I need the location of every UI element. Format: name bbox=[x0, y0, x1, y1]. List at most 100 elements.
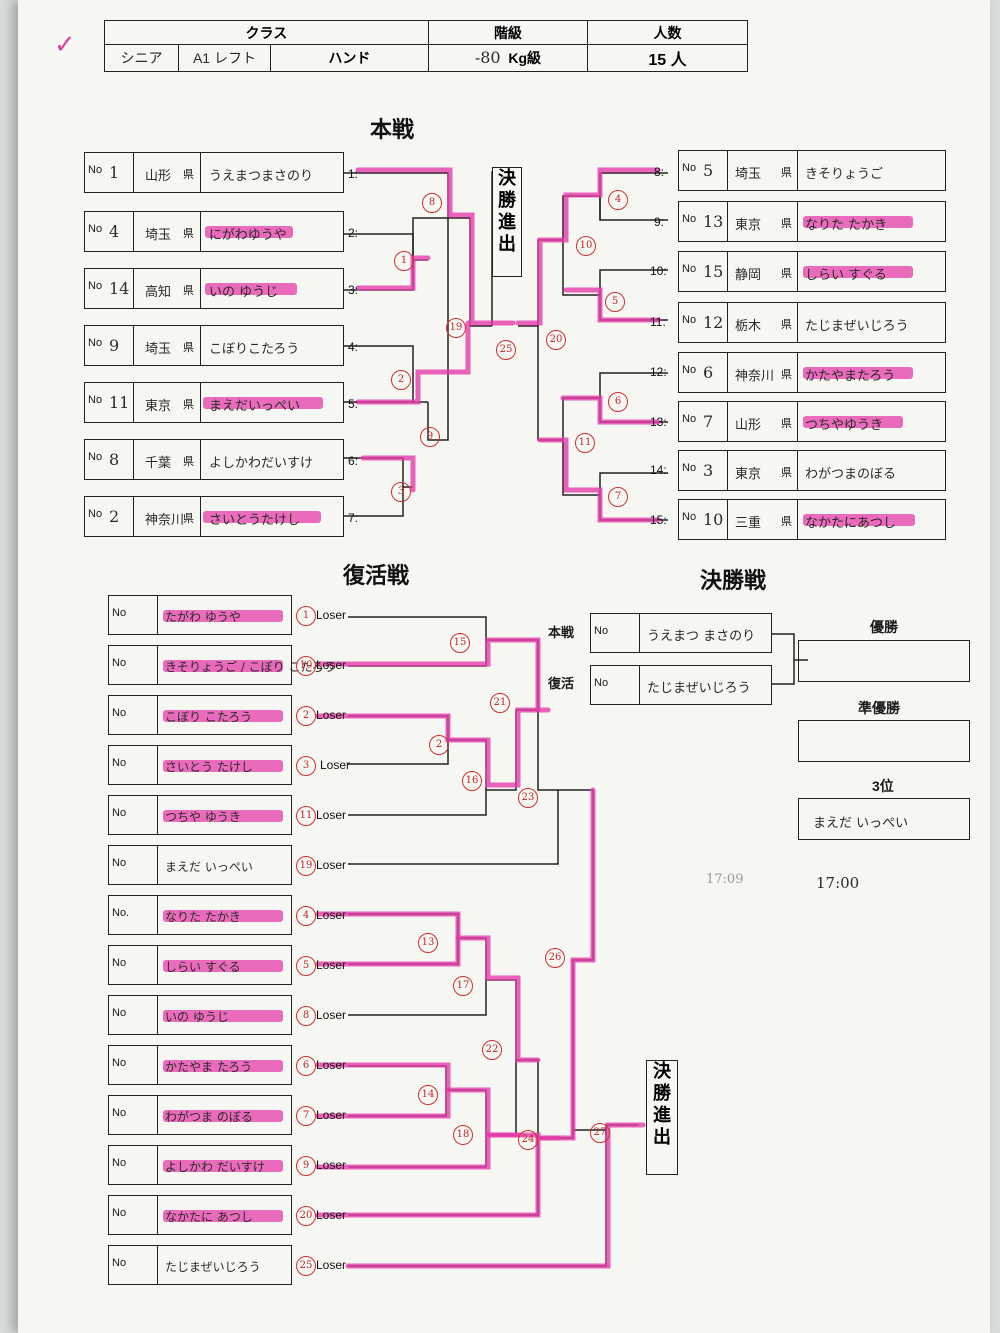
repechage-advance-label: 決勝進出 bbox=[646, 1060, 678, 1175]
main-entry: No 15 静岡 県 しらい すぐる bbox=[678, 251, 946, 292]
slot-label: 13: bbox=[650, 415, 667, 429]
entry-no: 3 bbox=[703, 461, 714, 480]
entry-no-label: No bbox=[594, 677, 609, 689]
entry-pref-suffix: 県 bbox=[183, 456, 194, 468]
entry-pref: 山形 bbox=[145, 169, 172, 184]
main-entry: No 6 神奈川 県 かたやまたろう bbox=[678, 352, 946, 393]
entry-pref-suffix: 県 bbox=[781, 319, 792, 331]
third-place-name: まえだ いっぺい bbox=[813, 816, 909, 831]
main-entry: No 13 東京 県 なりた たかき bbox=[678, 201, 946, 242]
slot-label: 15: bbox=[650, 513, 667, 527]
loser-source-circle: 9 bbox=[296, 1156, 316, 1176]
final-main-label: 本戦 bbox=[548, 625, 575, 640]
bout-circle: 1 bbox=[394, 251, 414, 271]
entry-pref: 栃木 bbox=[735, 319, 762, 334]
main-entry: No 14 高知 県 いの ゆうじ bbox=[84, 268, 344, 309]
bout-circle: 16 bbox=[462, 771, 482, 791]
final-title: 決勝戦 bbox=[700, 569, 767, 594]
entry-name: つちやゆうき bbox=[805, 418, 884, 433]
bracket-sheet: ✓ クラス 階級 人数 シニア A1 レフト ハンド -80 Kg級 15 人 … bbox=[18, 0, 990, 1333]
main-entry: No 7 山形 県 つちやゆうき bbox=[678, 401, 946, 442]
entry-name: しらい すぐる bbox=[805, 268, 887, 283]
final-main-name: うえまつ まさのり bbox=[647, 629, 756, 644]
slot-label: 5: bbox=[348, 397, 359, 411]
bout-circle: 4 bbox=[608, 190, 628, 210]
slot-label: 12: bbox=[650, 365, 667, 379]
entry-no: 7 bbox=[703, 412, 714, 431]
loser-label: Loser bbox=[316, 808, 347, 822]
entry-no-label: No bbox=[112, 757, 127, 769]
entry-pref: 埼玉 bbox=[145, 228, 172, 243]
bout-circle: 17 bbox=[453, 976, 473, 996]
entry-name: よしかわだいすけ bbox=[209, 456, 314, 471]
entry-name: にがわゆうや bbox=[209, 228, 287, 243]
bout-circle: 11 bbox=[575, 433, 595, 453]
class-arm: A1 レフト bbox=[177, 44, 271, 72]
main-entry: No 8 千葉 県 よしかわだいすけ bbox=[84, 439, 344, 480]
bout-circle: 5 bbox=[605, 292, 625, 312]
loser-label: Loser bbox=[316, 1058, 347, 1072]
entry-name: たじまぜいじろう bbox=[165, 1260, 261, 1274]
entry-name: まえだ いっぺい bbox=[165, 860, 253, 874]
loser-label: Loser bbox=[316, 1208, 347, 1222]
entry-no: 5 bbox=[703, 161, 714, 180]
slot-label: 14: bbox=[650, 463, 667, 477]
entry-pref-suffix: 県 bbox=[183, 513, 194, 525]
entry-no: 1 bbox=[109, 163, 120, 182]
main-entry: No 2 神奈川 県 さいとうたけし bbox=[84, 496, 344, 537]
entry-no: 6 bbox=[703, 363, 714, 382]
main-entry: No 3 東京 県 わがつまのぼる bbox=[678, 450, 946, 491]
entry-no: 15 bbox=[703, 262, 724, 281]
loser-label: Loser bbox=[316, 958, 347, 972]
loser-source-circle: 25 bbox=[296, 1256, 316, 1276]
loser-label: Loser bbox=[320, 758, 351, 772]
entry-no-label: No bbox=[112, 857, 127, 869]
entry-name: わがつま のぼる bbox=[165, 1110, 253, 1124]
entry-pref-suffix: 県 bbox=[183, 169, 194, 181]
entry-no: 4 bbox=[109, 222, 120, 241]
entry-pref-suffix: 県 bbox=[781, 467, 792, 479]
entry-no: 9 bbox=[109, 336, 120, 355]
class-type: ハンド bbox=[269, 44, 429, 72]
rank-unit: Kg級 bbox=[508, 50, 542, 66]
bout-circle: 2 bbox=[429, 735, 449, 755]
entry-no-label: No bbox=[112, 1107, 127, 1119]
entry-pref-suffix: 県 bbox=[781, 167, 792, 179]
loser-source-circle: 19 bbox=[296, 856, 316, 876]
check-mark-icon: ✓ bbox=[54, 30, 76, 60]
entry-no: 12 bbox=[703, 313, 724, 332]
bout-circle: 7 bbox=[608, 487, 628, 507]
main-bracket-highlight bbox=[355, 167, 661, 523]
entry-no-label: No bbox=[594, 625, 609, 637]
loser-source-circle: 3 bbox=[296, 756, 316, 776]
rank-value: -80 bbox=[474, 48, 501, 67]
slot-label: 7: bbox=[348, 511, 359, 525]
entry-no-label: No bbox=[112, 1207, 127, 1219]
final-rep-name: たじまぜいじろう bbox=[647, 681, 751, 696]
entry-pref: 高知 bbox=[145, 285, 172, 300]
third-place-box: まえだ いっぺい bbox=[798, 798, 970, 840]
repechage-entry: No.なりた たかき bbox=[108, 895, 292, 935]
entry-name: きそりょうご / こぼり こたろう bbox=[165, 660, 336, 674]
entry-pref: 東京 bbox=[735, 218, 762, 233]
entry-no: 8 bbox=[109, 450, 120, 469]
entry-name: うえまつまさのり bbox=[209, 169, 314, 184]
bout-circle: 9 bbox=[420, 427, 440, 447]
repechage-entry: No こぼり こたろう bbox=[108, 695, 292, 735]
loser-label: Loser bbox=[316, 1008, 347, 1022]
entry-name: こぼり こたろう bbox=[165, 710, 253, 724]
repechage-entry: No まえだ いっぺい bbox=[108, 845, 292, 885]
main-entry: No 10 三重 県 なかたにあつし bbox=[678, 499, 946, 540]
bout-circle: 21 bbox=[490, 693, 510, 713]
entry-no-label: No bbox=[112, 707, 127, 719]
entry-count: 15 人 bbox=[587, 44, 748, 72]
entry-pref: 埼玉 bbox=[735, 167, 762, 182]
loser-label: Loser bbox=[316, 858, 347, 872]
entry-name: よしかわ だいすけ bbox=[165, 1160, 265, 1174]
loser-source-circle: 10 bbox=[296, 656, 316, 676]
